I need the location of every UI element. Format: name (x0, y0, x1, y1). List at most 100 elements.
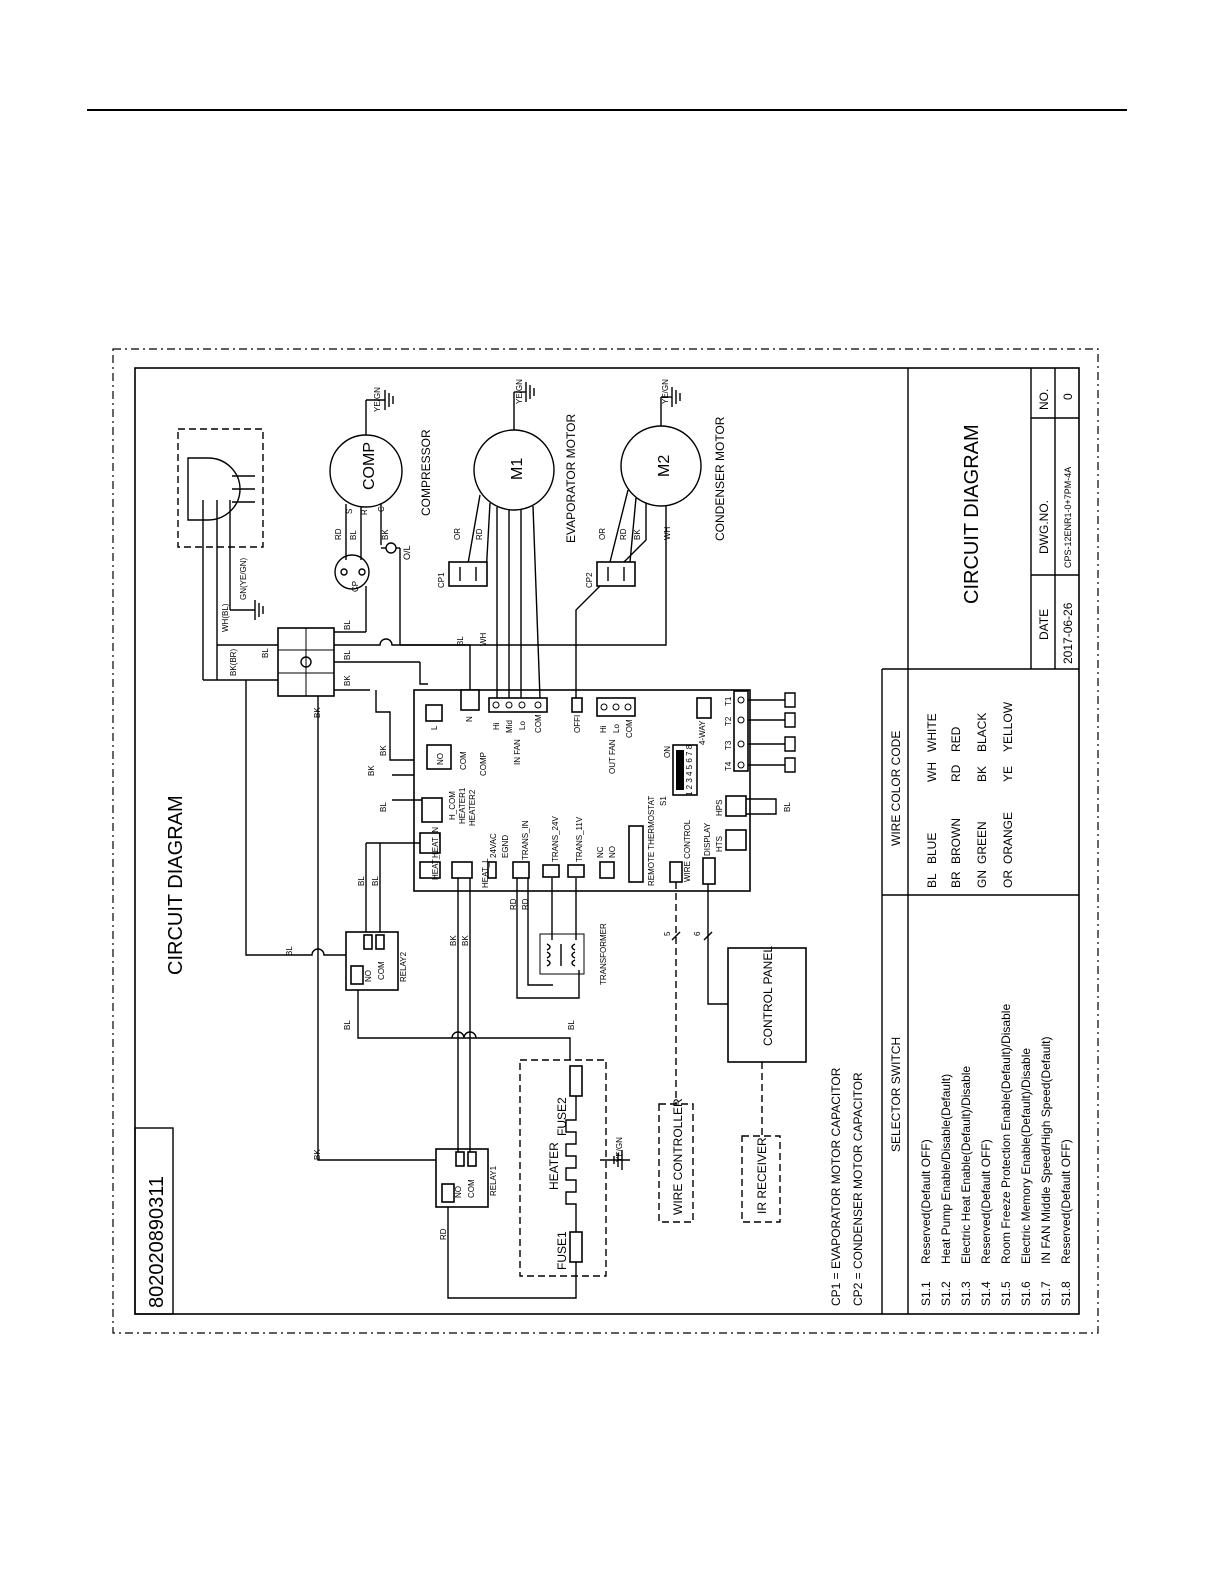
terminal-s: S (345, 509, 354, 514)
wire-bl (245, 680, 346, 956)
cond-motor-label: CONDENSER MOTOR (713, 416, 727, 541)
transformer-box (539, 933, 585, 975)
heat-l2-connector (451, 861, 473, 879)
wire-color-name: BROWN (949, 818, 963, 864)
trans-11v-connector (567, 864, 585, 878)
relay2-com: COM (377, 961, 386, 980)
evap-motor-name: M1 (509, 458, 526, 480)
fuse2 (569, 1065, 583, 1097)
wire-controller-label: WIRE CONTROLLER (671, 1098, 685, 1215)
titleblock-date: 2017-06-26 (1061, 602, 1075, 664)
wire-color-name: BLUE (925, 833, 939, 864)
diagram-title: CIRCUIT DIAGRAM (165, 795, 187, 975)
titleblock-title: CIRCUIT DIAGRAM (961, 424, 983, 604)
wire-label-bl: BL (567, 1020, 576, 1030)
wire-label-bk: BK (367, 765, 376, 776)
trans-in-connector (512, 861, 530, 879)
board-t2: T2 (724, 716, 733, 726)
board-four-way: 4-WAY (698, 720, 707, 745)
board-wire-control: WIRE CONTROL (683, 819, 692, 882)
selector-switch-header: SELECTOR SWITCH (889, 1037, 903, 1152)
heater-label: HEATER (547, 1142, 561, 1190)
hts-connector (725, 829, 747, 851)
heater-relay-connector (421, 797, 443, 823)
wire-label-bl: BL (783, 802, 792, 812)
wire-label-bk: BK (379, 745, 388, 756)
board-trans-11v: TRANS_11V (575, 816, 584, 862)
page-top-rule (87, 109, 1127, 111)
wire-label-bk-br: BK(BR) (229, 649, 238, 676)
wire-color-code: RD (949, 764, 963, 782)
cp1-capacitor (448, 561, 488, 587)
wire-label-bl: BL (343, 650, 352, 660)
selector-code: S1.1 (919, 1281, 933, 1306)
part-number: 802020890311 (146, 1176, 168, 1308)
board-heat-com: H_COM (448, 791, 457, 820)
wire-color-name: BLACK (975, 713, 989, 752)
fuse1 (569, 1231, 583, 1263)
nc-no-connector (599, 861, 615, 879)
remote-thermostat-connector (628, 825, 644, 883)
titleblock-no-label: NO. (1037, 389, 1051, 410)
board-offi: OFFI (573, 715, 582, 733)
wire-label-wh-bl: WH(BL) (221, 603, 230, 632)
wire-label-bl: BL (371, 876, 380, 886)
board-com-relay: COM (459, 751, 468, 770)
wire-rd (447, 1207, 577, 1299)
display-connector (702, 857, 716, 885)
ir-receiver-label: IR RECEIVER (755, 1137, 769, 1214)
control-panel-label: CONTROL PANEL (761, 946, 775, 1046)
board-s1: S1 (659, 796, 668, 806)
selector-code: S1.4 (979, 1281, 993, 1306)
selector-code: S1.7 (1039, 1281, 1053, 1306)
board-t3: T3 (724, 740, 733, 750)
selector-code: S1.8 (1059, 1281, 1073, 1306)
selector-code: S1.2 (939, 1281, 953, 1306)
selector-switch-rows: S1.1 Reserved(Default OFF) S1.2 Heat Pum… (919, 1004, 1073, 1306)
titleblock-dwg-no: CPS-12ENR1-0+7PM-4A (1063, 467, 1073, 568)
relay1-com: COM (467, 1179, 476, 1198)
wire-label-rd: RD (509, 898, 518, 910)
terminal-n (460, 689, 480, 711)
terminal-l (425, 704, 443, 722)
relay1-label: RELAY1 (489, 1165, 498, 1196)
wire-label-bk: BK (633, 529, 642, 540)
selector-desc: Room Freeze Protection Enable(Default)/D… (999, 1004, 1013, 1264)
selector-code: S1.5 (999, 1281, 1013, 1306)
ground-icon (600, 1150, 630, 1170)
wire-label-bl: BL (285, 946, 294, 956)
heater-dashed-box (519, 1059, 607, 1277)
comp-ground-label: YE/GN (373, 387, 382, 412)
control-board (413, 689, 751, 892)
board-heat-l2: HEAT_L (481, 858, 490, 888)
wire-label-rd: RD (439, 1228, 448, 1240)
cond-ground-label: YE/GN (661, 379, 670, 404)
selector-desc: Heat Pump Enable/Disable(Default) (939, 1074, 953, 1264)
wire-label-bk: BK (381, 529, 390, 540)
cond-motor-name: M2 (656, 455, 673, 477)
plug-icon (187, 457, 241, 521)
selector-code: S1.6 (1019, 1281, 1033, 1306)
wire-label-bk: BK (313, 1149, 322, 1160)
inner-frame (134, 367, 1080, 1315)
cp2-capacitor (596, 561, 636, 587)
board-display: DISPLAY (703, 822, 712, 856)
wire-controller-box (658, 1103, 694, 1223)
titleblock-date-label: DATE (1037, 609, 1051, 640)
board-heat-n: HEAT_N (431, 827, 440, 858)
offi-connector (571, 697, 583, 713)
board-out-hi: Hi (599, 725, 608, 733)
part-number-box (134, 1127, 174, 1315)
wire-label-bk: BK (343, 675, 352, 686)
wire-label-wh: WH (479, 632, 488, 646)
wire-label-bk: BK (313, 707, 322, 718)
board-hps: HPS (715, 800, 724, 816)
ir-receiver-box (741, 1135, 781, 1223)
cp2-label: CP2 (585, 572, 594, 588)
ground-icon (384, 390, 394, 410)
compressor-label: COMPRESSOR (419, 429, 433, 516)
thermistor-icons (784, 692, 796, 773)
board-nc: NC (596, 846, 605, 858)
wire-label-bk: BK (461, 935, 470, 946)
